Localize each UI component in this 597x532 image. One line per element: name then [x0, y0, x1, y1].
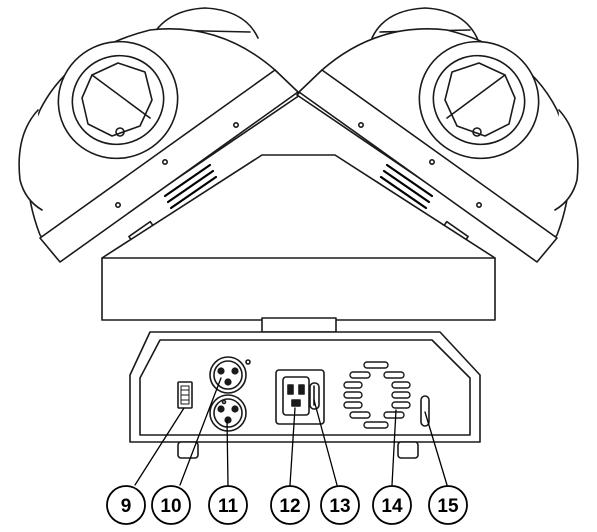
- right-head: [296, 7, 579, 263]
- leader-12: [289, 407, 296, 486]
- callout-10: 10: [151, 485, 191, 525]
- base-unit: [129, 331, 481, 459]
- svg-text:9: 9: [121, 496, 132, 517]
- leader-14: [391, 409, 397, 486]
- svg-text:12: 12: [279, 496, 300, 517]
- leader-15: [424, 411, 448, 486]
- leader-11: [226, 419, 229, 486]
- svg-text:11: 11: [218, 496, 239, 517]
- left-side-lens: [18, 109, 43, 211]
- right-arm-plate: [298, 69, 558, 263]
- left-head: [18, 7, 301, 263]
- yoke-neck: [261, 317, 337, 333]
- leader-13: [313, 399, 338, 486]
- svg-text:10: 10: [160, 496, 181, 517]
- svg-text:15: 15: [437, 496, 459, 517]
- leader-10: [179, 377, 222, 486]
- leader-lines: [134, 377, 448, 486]
- callout-12: 12: [270, 485, 310, 525]
- base-foot-left: [177, 441, 199, 459]
- callout-9: 9: [106, 485, 146, 525]
- fuse-holder: [309, 382, 320, 410]
- leader-9: [134, 407, 185, 486]
- callout-14: 14: [372, 485, 412, 525]
- base-foot-right: [397, 441, 419, 459]
- svg-text:13: 13: [329, 496, 350, 517]
- callout-11: 11: [208, 485, 248, 525]
- svg-text:14: 14: [381, 496, 403, 517]
- callout-13: 13: [320, 485, 360, 525]
- callout-15: 15: [428, 485, 468, 525]
- left-arm-plate: [39, 69, 299, 263]
- callouts: 9 10 11 12 13 14 15: [106, 485, 468, 525]
- xlr-input-connector: [209, 394, 247, 432]
- right-side-lens: [554, 109, 579, 211]
- ventilation-grille: [343, 361, 411, 429]
